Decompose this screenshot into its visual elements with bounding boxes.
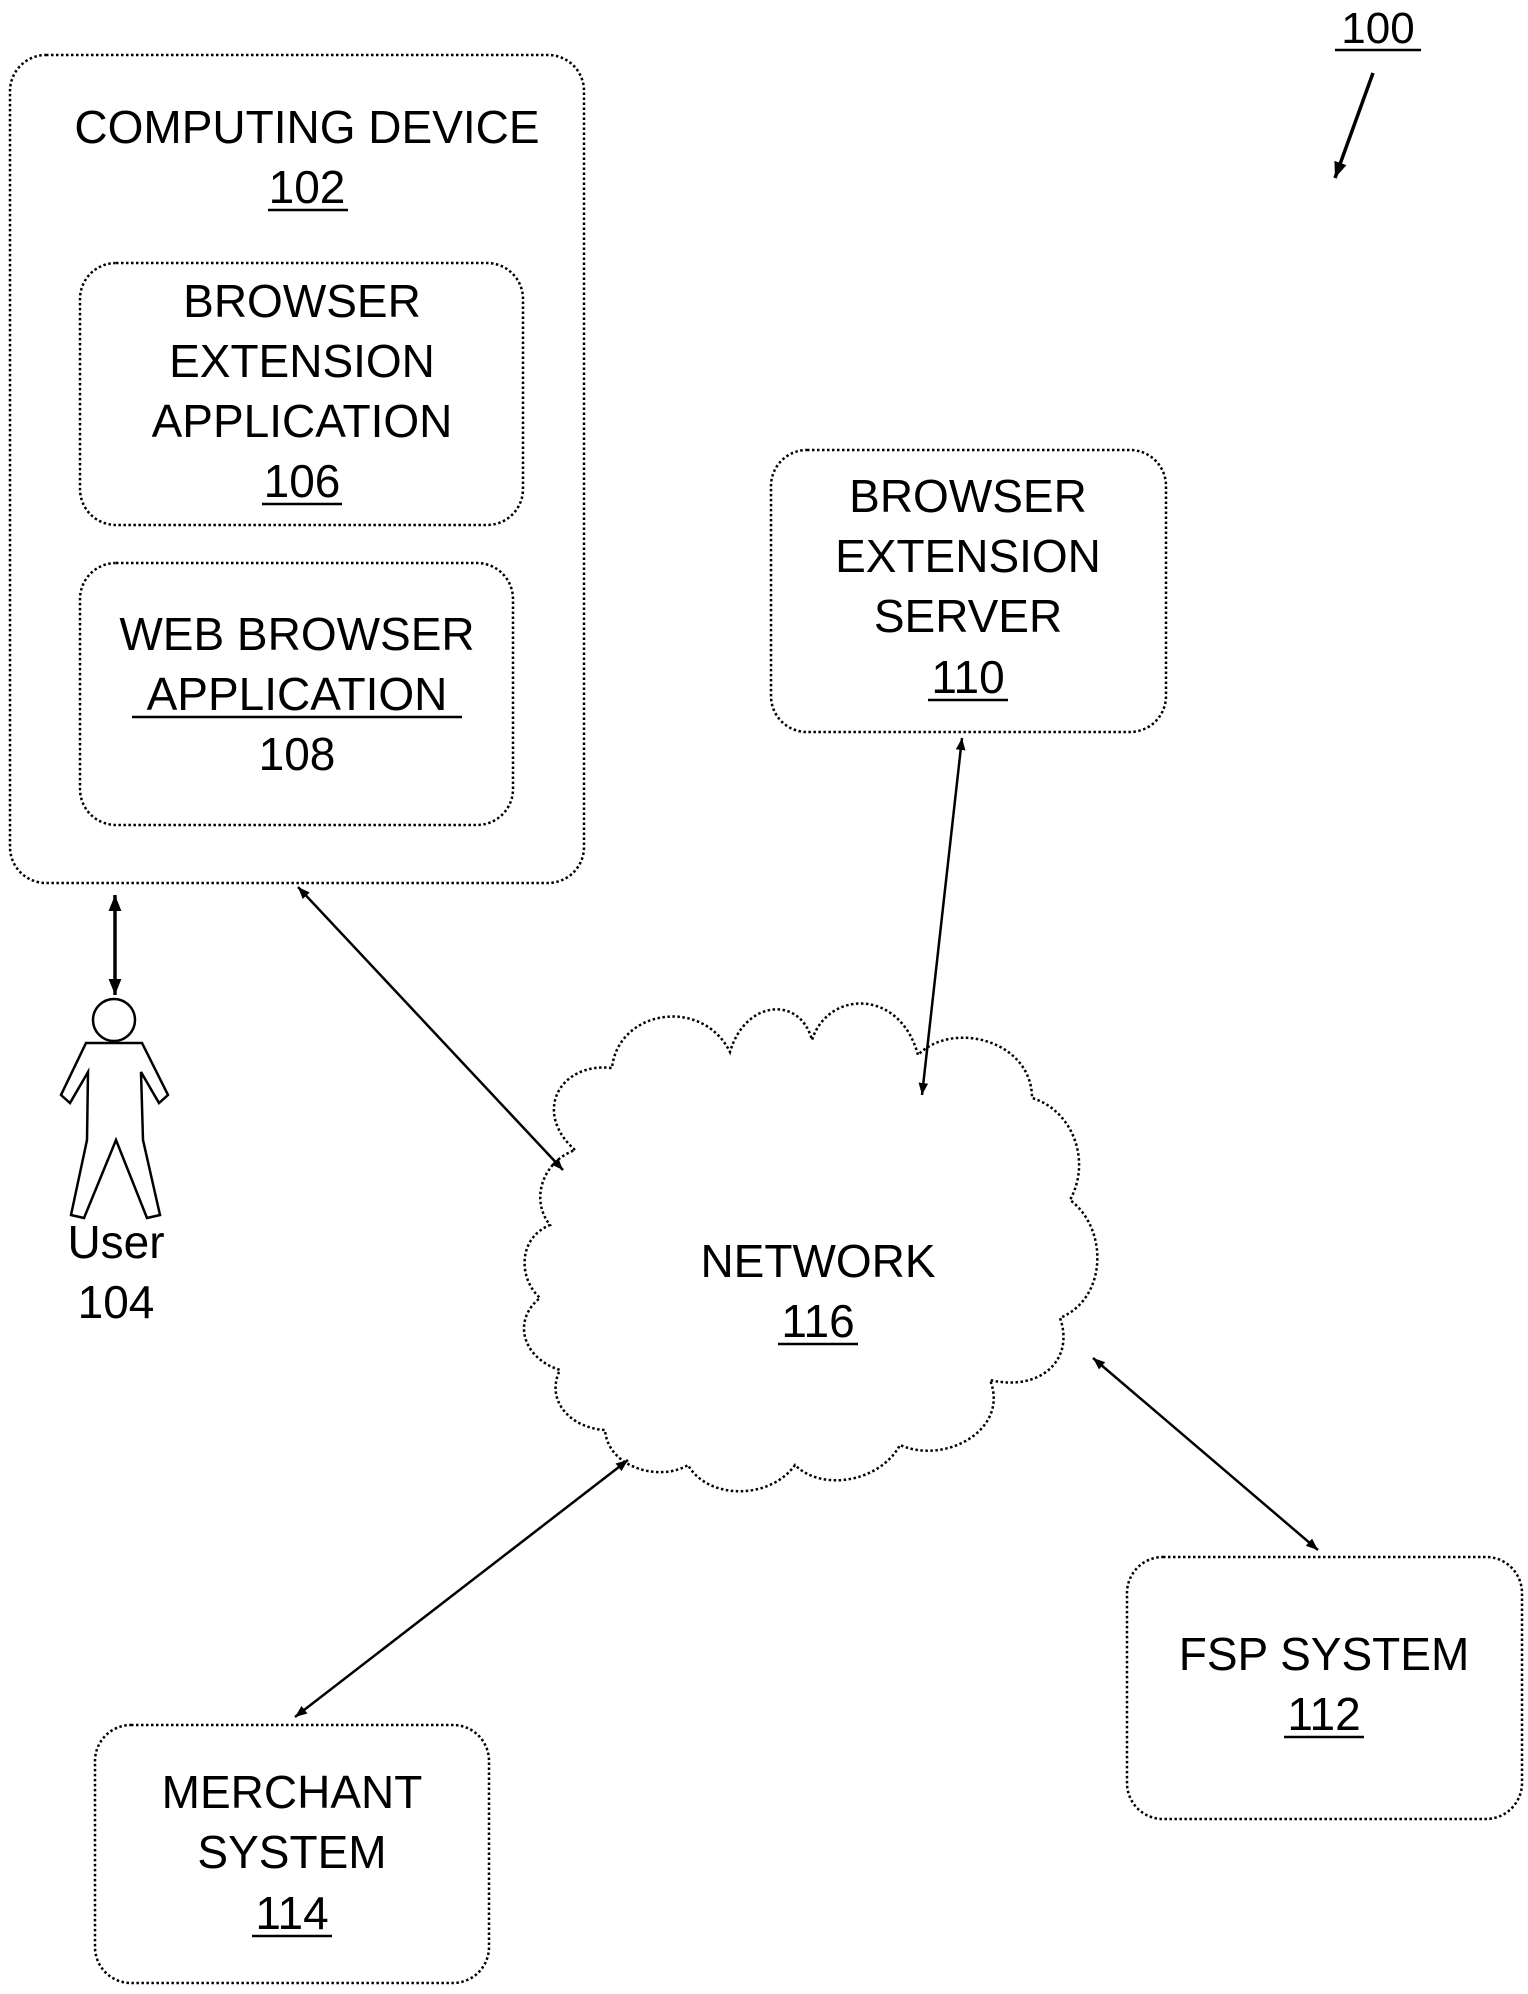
web-browser-application-label-line-2: APPLICATION — [147, 668, 448, 720]
browser-extension-server-ref: 110 — [931, 651, 1004, 703]
user-ref: 104 — [78, 1276, 155, 1328]
web-browser-application-ref: 108 — [259, 728, 336, 780]
edge-computing-device-network — [298, 887, 563, 1170]
web-browser-application-box: WEB BROWSER APPLICATION 108 — [80, 563, 513, 825]
browser-extension-server-label-line-3: SERVER — [874, 590, 1062, 642]
network-cloud: NETWORK 116 — [524, 1003, 1097, 1491]
browser-extension-application-label-line-3: APPLICATION — [152, 395, 453, 447]
fsp-system-ref: 112 — [1287, 1688, 1360, 1740]
web-browser-application-label-line-1: WEB BROWSER — [119, 608, 474, 660]
fsp-system-box: FSP SYSTEM 112 — [1127, 1557, 1522, 1819]
merchant-system-ref: 114 — [255, 1887, 328, 1939]
merchant-system-label-line-1: MERCHANT — [162, 1766, 423, 1818]
svg-text:100: 100 — [1341, 4, 1414, 53]
browser-extension-server-label-line-1: BROWSER — [849, 470, 1087, 522]
browser-extension-server-label-line-2: EXTENSION — [835, 530, 1101, 582]
merchant-system-label-line-2: SYSTEM — [197, 1826, 386, 1878]
figure-number: 100 — [1335, 4, 1421, 53]
figure-pointer-arrow — [1335, 73, 1373, 178]
browser-extension-application-ref: 106 — [264, 455, 341, 507]
merchant-system-box: MERCHANT SYSTEM 114 — [95, 1725, 489, 1983]
browser-extension-application-box: BROWSER EXTENSION APPLICATION 106 — [80, 263, 523, 525]
fsp-system-label: FSP SYSTEM — [1179, 1628, 1470, 1680]
computing-device-label: COMPUTING DEVICE — [74, 101, 539, 153]
browser-extension-application-label-line-1: BROWSER — [183, 275, 421, 327]
network-ref: 116 — [781, 1295, 854, 1347]
computing-device-ref: 102 — [269, 161, 346, 213]
user-body — [61, 1043, 168, 1218]
edge-network-fsp-system — [1093, 1358, 1318, 1550]
browser-extension-application-label-line-2: EXTENSION — [169, 335, 435, 387]
user-head — [93, 999, 135, 1041]
user-figure: User 104 — [61, 999, 168, 1328]
user-label: User — [67, 1216, 164, 1268]
browser-extension-server-box: BROWSER EXTENSION SERVER 110 — [771, 450, 1166, 732]
edge-network-merchant-system — [295, 1460, 628, 1717]
network-label: NETWORK — [700, 1235, 935, 1287]
